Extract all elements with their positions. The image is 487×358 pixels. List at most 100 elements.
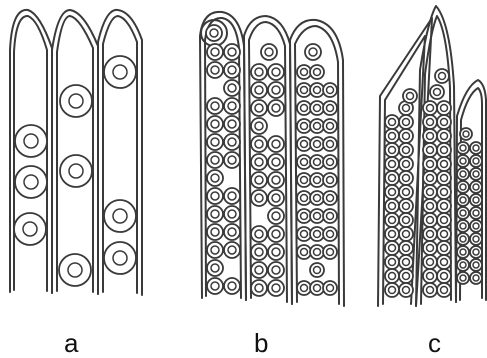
cell-body-outer-ring [251,64,267,80]
cell-body-outer-ring [423,115,437,129]
cell-body-outer-ring [385,213,399,227]
cell-body-outer-ring [207,206,223,222]
cell-body-outer-ring [323,209,337,223]
cell-body-outer-ring [470,246,482,258]
cell-body-outer-ring [224,278,240,294]
cell-body-outer-ring [268,262,284,278]
cell-body-outer-ring [297,209,311,223]
cell-body-outer-ring [385,143,399,157]
cell-body-outer-ring [437,255,451,269]
cell-body-outer-ring [207,44,223,60]
cell-body-outer-ring [207,224,223,240]
cell-body-outer-ring [385,185,399,199]
panel-c-label: c [428,328,441,358]
cell-body-outer-ring [423,199,437,213]
cell-body-outer-ring [310,191,324,205]
cell-body-outer-ring [14,213,46,245]
cell-body-outer-ring [423,171,437,185]
cell-body-outer-ring [437,157,451,171]
cell-body-outer-ring [268,64,284,80]
cell-body-outer-ring [224,98,240,114]
cell-body-outer-ring [207,242,223,258]
cell-body-outer-ring [310,263,324,277]
cell-body-outer-ring [297,155,311,169]
cell-body-outer-ring [430,85,444,99]
cell-body-outer-ring [399,129,413,143]
cell-body-outer-ring [457,259,469,271]
cell-body-outer-ring [207,62,223,78]
cell-body-outer-ring [437,101,451,115]
cell-body-outer-ring [457,246,469,258]
cell-body-outer-ring [268,154,284,170]
cell-body-outer-ring [59,254,91,286]
cell-body-outer-ring [470,220,482,232]
cell-body-outer-ring [207,260,223,276]
cell-body-outer-ring [423,185,437,199]
cell-body-outer-ring [437,129,451,143]
cell-body-outer-ring [224,242,240,258]
cell-body-outer-ring [310,137,324,151]
panel-b-label: b [254,328,268,358]
cell-body-outer-ring [268,208,284,224]
cell-body-outer-ring [323,245,337,259]
cell-body-outer-ring [323,119,337,133]
cell-body-outer-ring [305,44,321,60]
cell-body-outer-ring [207,152,223,168]
cell-body-outer-ring [104,56,136,88]
cell-body-outer-ring [207,170,223,186]
cell-body-outer-ring [268,280,284,296]
panel-a-label: a [64,328,79,358]
cell-body-outer-ring [437,283,451,297]
cell-body-outer-ring [224,188,240,204]
cell-body-outer-ring [15,166,47,198]
cell-body-outer-ring [457,233,469,245]
cell-body-outer-ring [251,154,267,170]
cell-body-outer-ring [437,171,451,185]
cell-body-outer-ring [385,269,399,283]
cell-body-outer-ring [268,172,284,188]
cell-body-outer-ring [385,241,399,255]
cell-body-outer-ring [251,190,267,206]
cell-body-outer-ring [399,241,413,255]
cell-body-outer-ring [399,143,413,157]
panel-a: a [10,10,142,358]
cell-body-outer-ring [268,100,284,116]
cell-body-outer-ring [470,168,482,180]
panel-b-body-layer [206,25,337,296]
cell-body-outer-ring [310,209,324,223]
cell-body-outer-ring [251,136,267,152]
cell-body-outer-ring [224,206,240,222]
cell-body-outer-ring [310,227,324,241]
panel-a-body-layer [14,56,136,286]
cell-body-outer-ring [310,155,324,169]
cell-body-outer-ring [423,269,437,283]
cell-body-outer-ring [268,226,284,242]
cell-body-outer-ring [224,134,240,150]
cell-body-outer-ring [437,185,451,199]
cell-body-outer-ring [261,44,277,60]
cell-body-outer-ring [437,269,451,283]
cell-body-outer-ring [15,125,47,157]
cell-body-outer-ring [323,137,337,151]
cell-body-outer-ring [251,100,267,116]
cell-body-outer-ring [423,157,437,171]
cell-body-outer-ring [251,172,267,188]
cell-body-outer-ring [297,191,311,205]
cell-body-outer-ring [399,255,413,269]
cell-body-outer-ring [297,173,311,187]
cell-body-outer-ring [385,199,399,213]
cell-body-outer-ring [470,233,482,245]
cell-body-outer-ring [104,242,136,274]
cell-body-outer-ring [251,118,267,134]
cell-body-outer-ring [437,227,451,241]
cell-body-outer-ring [470,272,482,284]
cell-body-outer-ring [457,181,469,193]
cell-body-outer-ring [104,200,136,232]
cell-body-outer-ring [268,82,284,98]
cell-body-outer-ring [297,101,311,115]
cell-body-outer-ring [399,171,413,185]
cell-body-outer-ring [207,134,223,150]
cell-body-outer-ring [437,199,451,213]
cell-body-outer-ring [60,85,92,117]
cell-body-outer-ring [310,101,324,115]
